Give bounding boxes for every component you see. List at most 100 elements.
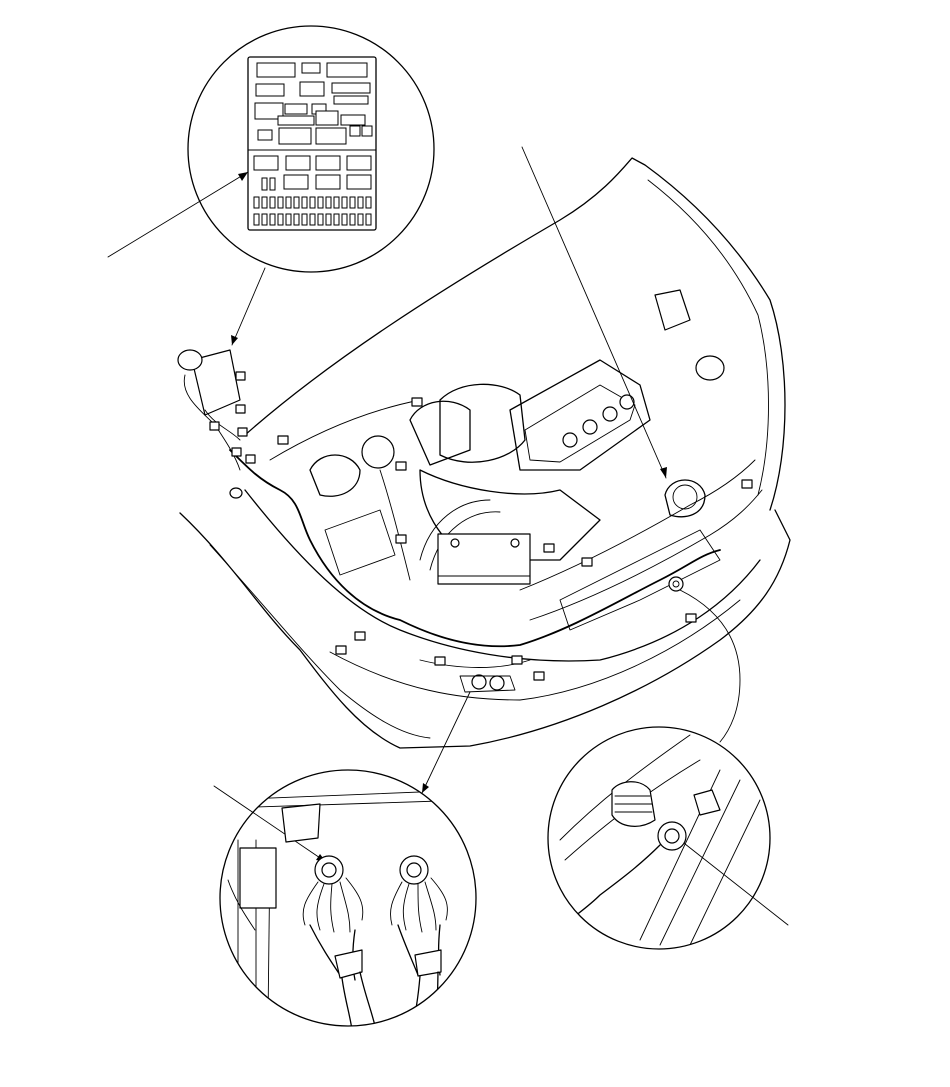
leader-upper-right xyxy=(521,146,667,479)
fuse-box-in-vehicle xyxy=(654,289,691,331)
brake-reservoir xyxy=(361,435,395,469)
detail-panel-edge xyxy=(220,789,471,809)
mini-fuse xyxy=(277,213,284,226)
shock-tower-left xyxy=(309,454,361,497)
shock-tower-right xyxy=(664,479,706,518)
mini-fuse xyxy=(357,196,364,209)
leader-upper-right-arrow xyxy=(660,467,667,478)
detail-grommet-ribs xyxy=(614,795,653,813)
left-cluster-connectors xyxy=(209,371,256,464)
mini-fuse xyxy=(317,196,324,209)
mini-fuse xyxy=(309,196,316,209)
leader-fuse-box xyxy=(107,171,249,258)
mini-fuse xyxy=(349,196,356,209)
mini-fuse xyxy=(349,213,356,226)
left-relay-cluster xyxy=(191,349,241,416)
left-relay-cap xyxy=(177,349,203,371)
mini-fuse xyxy=(253,213,260,226)
mini-fuse-row-1 xyxy=(253,196,372,209)
leader-fuse-to-vehicle xyxy=(231,267,266,346)
engine-cam-cover xyxy=(524,384,636,463)
ground-point-left-b xyxy=(489,675,505,691)
harness-branch-top xyxy=(269,399,421,461)
mini-fuse xyxy=(365,196,372,209)
harness-branch-engine xyxy=(379,469,411,581)
mini-fuse xyxy=(293,213,300,226)
mini-fuse xyxy=(301,213,308,226)
leader-bl-detail xyxy=(213,785,327,863)
detail-ground-bolt-center xyxy=(664,828,680,844)
mini-fuse xyxy=(261,196,268,209)
radiator-panel xyxy=(559,529,721,631)
body-outline xyxy=(179,509,791,749)
left-ground-bolt xyxy=(229,487,243,499)
leader-ground-left-arrow xyxy=(422,783,429,793)
ground-terminal-detail-left xyxy=(219,769,477,1027)
main-wire-harness xyxy=(229,449,721,648)
fuse-relay-box-detail xyxy=(187,25,435,273)
ground-point-right xyxy=(668,576,684,592)
ground-bracket xyxy=(459,675,516,693)
detail-ground-clip xyxy=(693,789,721,816)
mini-fuse xyxy=(309,213,316,226)
mini-fuse xyxy=(269,196,276,209)
mini-fuse xyxy=(333,196,340,209)
battery-terminal-negative xyxy=(510,538,520,548)
hood-outline xyxy=(244,157,786,511)
left-box xyxy=(324,509,396,576)
exhaust-pipe xyxy=(419,499,501,571)
ground-terminal-detail-right xyxy=(547,726,771,950)
ground-detail-right-circle xyxy=(547,726,771,950)
mini-fuse xyxy=(365,213,372,226)
leader-lines xyxy=(107,146,789,926)
leader-fuse-to-vehicle-arrow xyxy=(231,335,238,345)
mini-fuse xyxy=(325,213,332,226)
ground-point-right-center xyxy=(672,580,680,588)
mini-fuse xyxy=(293,196,300,209)
fuse-box-body xyxy=(247,56,377,231)
leader-ground-left xyxy=(421,691,471,794)
radiator-support xyxy=(519,459,756,591)
spark-plug-caps xyxy=(562,394,635,448)
washer-reservoir-cap xyxy=(695,355,725,381)
shock-tower-cap xyxy=(672,484,698,510)
radiator-support-lower xyxy=(529,489,763,621)
fuse-detail-circle xyxy=(187,25,435,273)
maxi-fuses xyxy=(253,155,372,191)
ground-terminal-right xyxy=(390,855,448,1026)
detail-ground-wire xyxy=(569,844,661,921)
ground-terminal-left xyxy=(302,855,377,1026)
hood-inner-edge xyxy=(647,179,769,496)
mini-fuse xyxy=(285,213,292,226)
mini-fuse-row-2 xyxy=(253,213,372,226)
leader-br-detail xyxy=(679,839,789,926)
mini-fuse xyxy=(333,213,340,226)
engine-head xyxy=(509,359,651,471)
harness-connectors xyxy=(277,397,753,681)
mini-fuse xyxy=(357,213,364,226)
mini-fuse xyxy=(341,196,348,209)
engine-compartment-overview xyxy=(177,157,791,749)
bumper-line xyxy=(209,544,431,739)
mini-fuse xyxy=(325,196,332,209)
intake-manifold xyxy=(439,383,526,463)
ground-detail-left-circle xyxy=(219,769,477,1027)
leader-fuse-box-arrow xyxy=(238,172,248,181)
front-crossmember xyxy=(244,489,761,662)
battery-terminal-positive xyxy=(450,538,460,548)
mini-fuse xyxy=(317,213,324,226)
detail-side-wire xyxy=(227,879,256,931)
mini-fuse xyxy=(285,196,292,209)
detail-bracket xyxy=(239,847,277,909)
bumper-inner-line xyxy=(329,599,741,701)
mini-fuse xyxy=(253,196,260,209)
mini-fuse xyxy=(261,213,268,226)
air-cleaner xyxy=(409,400,471,466)
engine-lower-block xyxy=(419,469,601,561)
mini-fuse xyxy=(277,196,284,209)
mini-fuse xyxy=(301,196,308,209)
ground-point-left-a xyxy=(471,674,487,690)
detail-clip-box xyxy=(281,803,321,843)
